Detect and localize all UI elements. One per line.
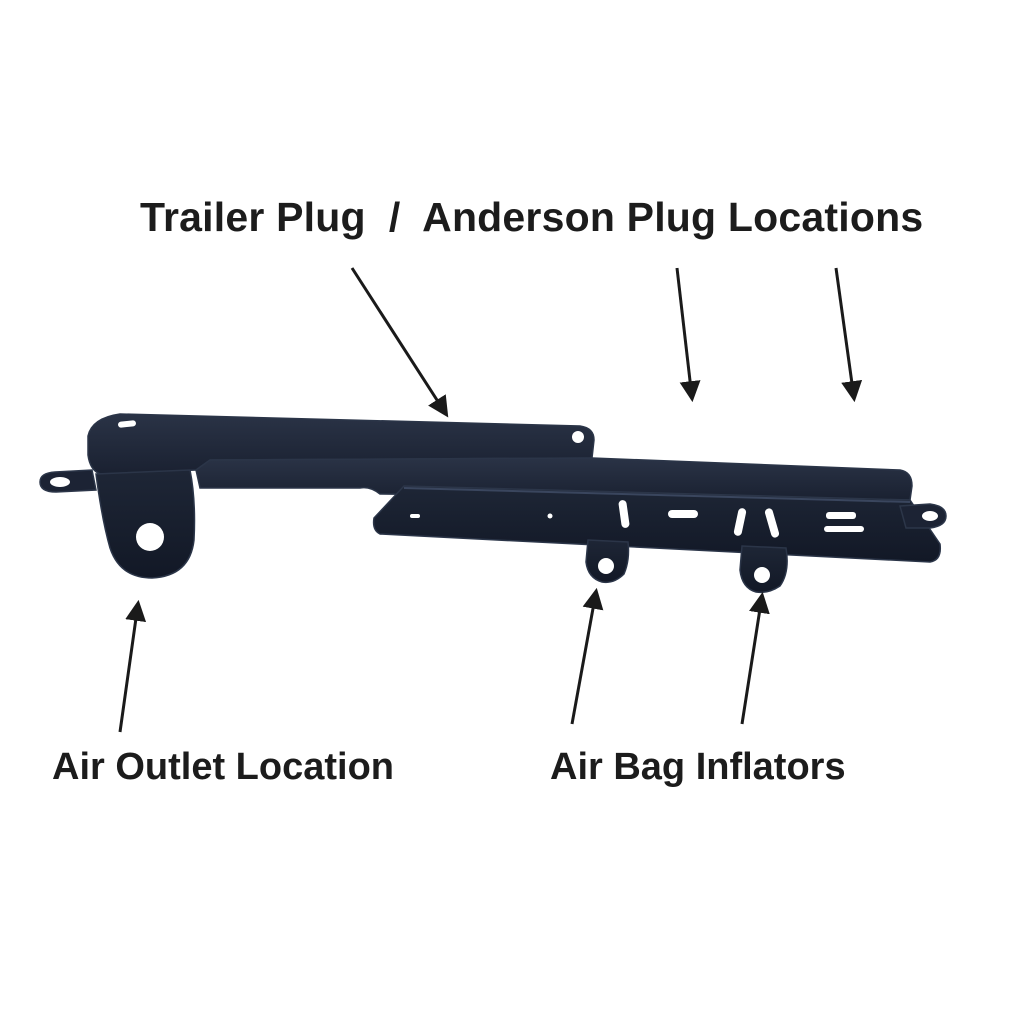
anderson-plug-arrow-1 <box>675 267 701 403</box>
flange-slot-3 <box>733 508 747 536</box>
air-outlet-label: Air Outlet Location <box>52 746 394 788</box>
upper-plate-slot <box>118 420 136 428</box>
mounting-bracket <box>39 413 947 594</box>
lower-flange <box>372 485 942 563</box>
flange-slot-7 <box>410 514 420 518</box>
right-ear-hole <box>922 511 938 521</box>
callout-arrows <box>118 267 863 733</box>
trailer-anderson-plug-label: Trailer Plug / Anderson Plug Locations <box>140 194 924 240</box>
flange-slot-1 <box>618 500 630 528</box>
main-rail-top <box>195 457 913 501</box>
anderson-plug-arrow-2 <box>834 267 863 403</box>
air-bag-arrow-right <box>740 591 770 725</box>
inflator-hole-left <box>598 558 614 574</box>
flange-slot-5 <box>826 512 856 519</box>
flange-slot-6 <box>824 526 864 532</box>
trailer-plug-arrow <box>350 267 449 418</box>
flange-slot-2 <box>668 510 698 518</box>
upper-plate-hole <box>572 431 584 443</box>
upper-plate <box>87 413 595 475</box>
flange-slot-4 <box>764 508 780 538</box>
air-outlet-hole <box>136 523 164 551</box>
air-bag-arrow-left <box>570 587 604 725</box>
flange-edge-highlight <box>403 487 911 503</box>
left-ear-hole <box>50 477 70 487</box>
flange-pinhole <box>547 513 553 519</box>
air-outlet-arrow <box>118 599 147 733</box>
inflator-hole-right <box>754 567 770 583</box>
air-bag-inflators-label: Air Bag Inflators <box>550 746 846 788</box>
